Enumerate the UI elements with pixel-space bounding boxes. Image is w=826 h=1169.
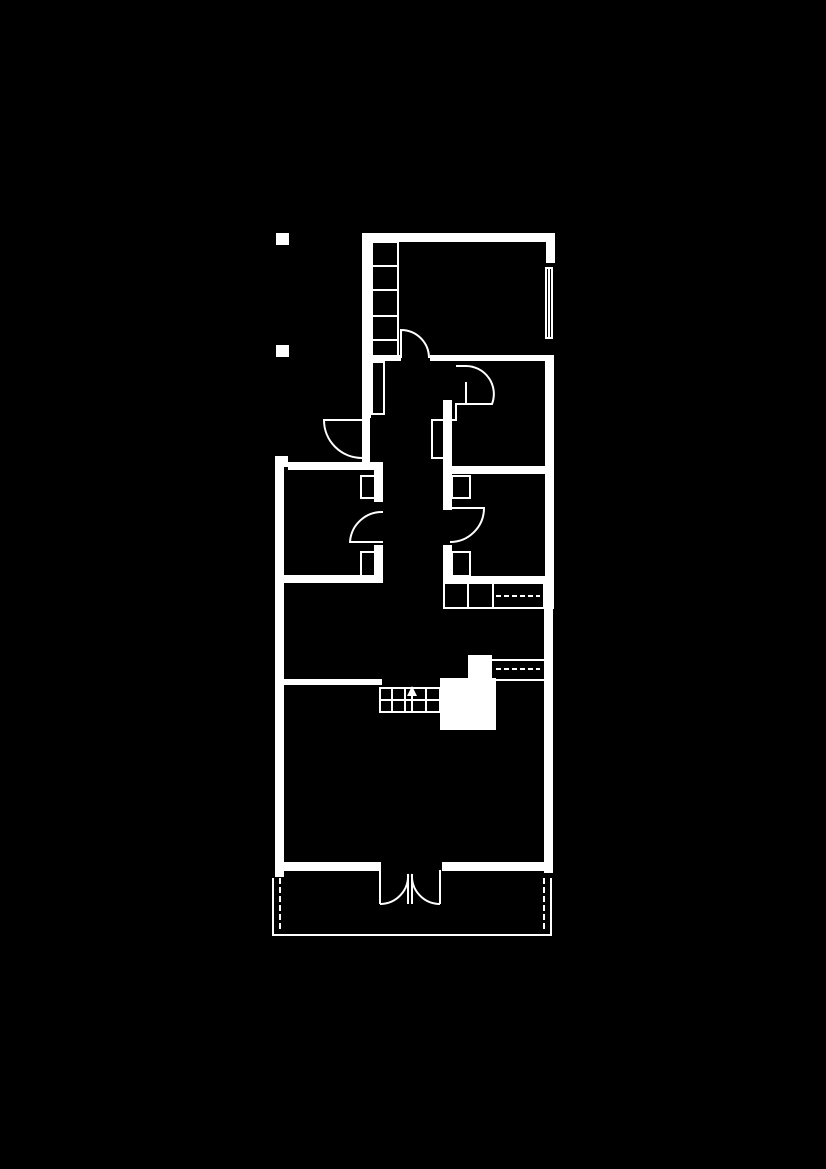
door-swing-icon [379, 873, 410, 906]
wall-corridor-right [443, 545, 452, 583]
door-swing-icon [456, 365, 495, 405]
wall-left-bedroom [284, 575, 383, 583]
door-swing-icon [322, 419, 363, 459]
wall-left-bedroom [374, 545, 383, 583]
wall-left [275, 682, 284, 877]
wall-entry [275, 456, 288, 467]
wall-partition [452, 466, 547, 474]
cupboard [371, 241, 399, 359]
cupboard [451, 475, 471, 499]
cupboard [360, 551, 376, 577]
windows [275, 267, 553, 871]
cupboard [451, 551, 471, 577]
cupboard [431, 419, 445, 459]
wall-top [362, 233, 555, 242]
cupboard [360, 475, 376, 499]
wall-partition [430, 355, 547, 361]
wall-partition [452, 576, 547, 583]
wall-corridor-right [443, 400, 452, 462]
wall-entry [288, 462, 383, 470]
door-swing-icon [348, 510, 384, 543]
door-swing-icon [400, 328, 430, 359]
door-swing-icon [410, 873, 441, 906]
wall-corridor-right [443, 462, 452, 510]
bench-unit [469, 659, 546, 681]
window-gaps [381, 861, 441, 872]
wall-top-left [362, 233, 371, 418]
stair-arrow-icon [407, 686, 417, 696]
column-post [276, 233, 289, 245]
cupboard [371, 361, 385, 415]
wall-left-bedroom [374, 462, 383, 502]
doors [322, 328, 495, 906]
stair-arrow [407, 686, 417, 696]
wall-entry [362, 418, 370, 466]
chimney-block [440, 678, 496, 730]
column-post [276, 345, 289, 357]
thin-lines [272, 241, 552, 936]
door-swing-icon [449, 507, 486, 543]
wall-right-upper [546, 233, 555, 263]
